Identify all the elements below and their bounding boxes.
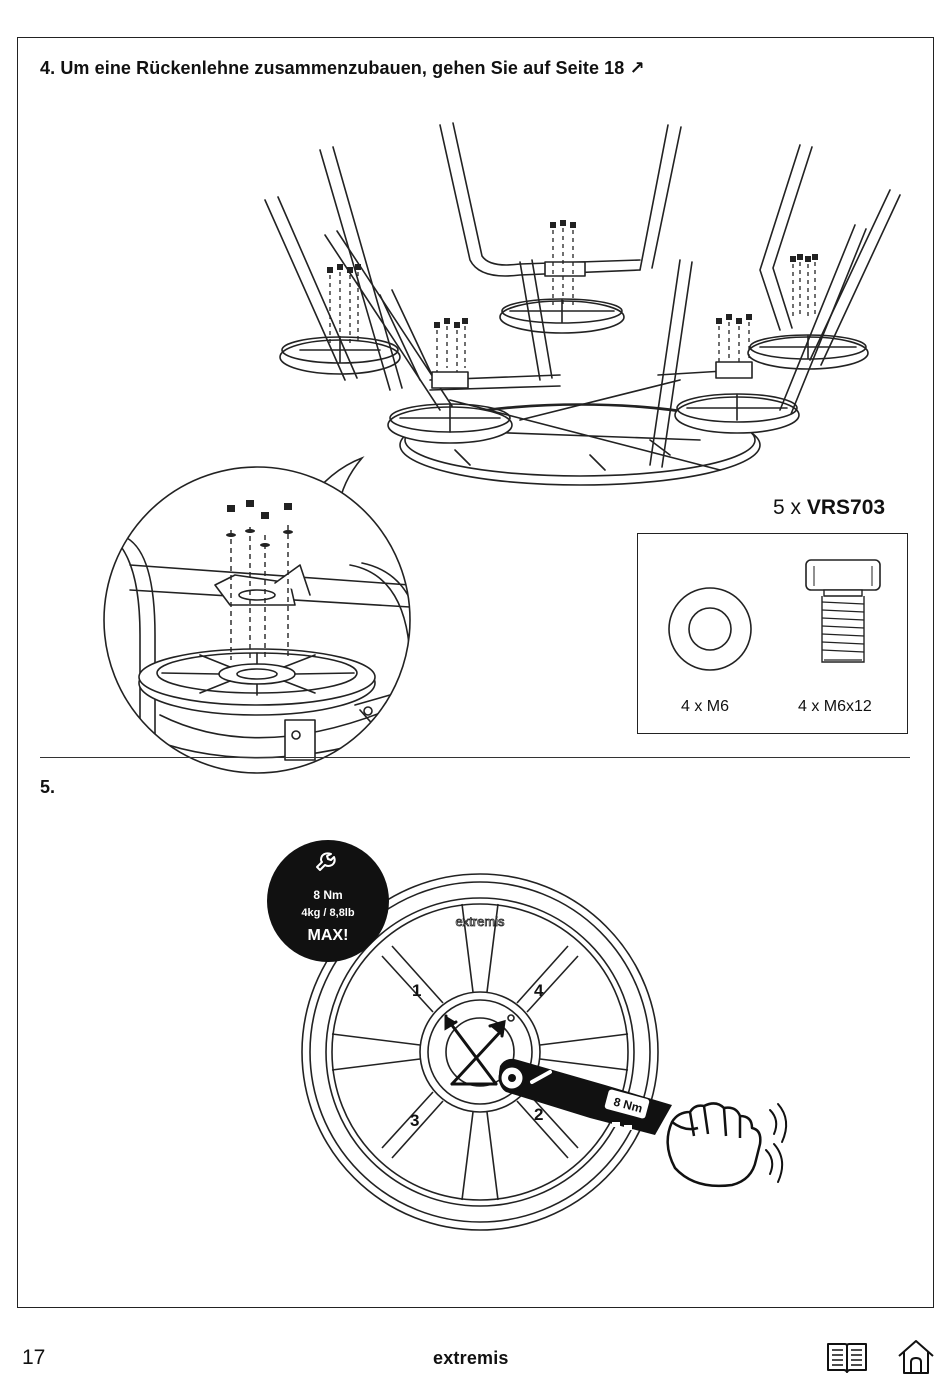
ring-brand-text: extremis [455,914,505,929]
page-number: 17 [22,1346,46,1369]
hand-icon [666,1102,762,1188]
sequence-number-1: 1 [412,981,421,1000]
bolt-label: 4 x M6x12 [798,698,872,715]
bolt-icon [805,559,881,663]
hardware-kit-title: 5 x VRS703 [773,496,885,520]
torque-wrench: 8 Nm [498,1058,672,1135]
wrench-icon [316,852,336,871]
step-4-title: 4. Um eine Rückenlehne zusammenzubauen, … [40,58,645,78]
torque-weight: 4kg / 8,8lb [301,907,354,919]
book-icon[interactable] [826,1340,868,1374]
footer-brand-logo: extremis [433,1348,509,1368]
sequence-number-2: 2 [534,1105,543,1124]
seat-ring-torque-illustration: extremis 1 4 3 2 8 Nm [301,873,788,1231]
kit-count: 5 x [773,496,802,519]
torque-max: MAX! [308,927,349,944]
sequence-number-3: 3 [410,1111,419,1130]
detail-zoom-bubble [103,456,411,774]
torque-value: 8 Nm [313,888,342,902]
ring-spokes [331,903,629,1201]
step-5-title: 5. [40,777,56,797]
kit-code: VRS703 [806,496,886,519]
tightening-sequence-arrows [444,1014,506,1086]
page-frame [17,37,934,1308]
washer-icon [668,587,752,671]
sequence-number-4: 4 [534,981,544,1000]
hardware-parts-box: 4 x M6 4 x M6x12 [637,533,908,734]
section-divider [40,757,910,758]
torque-badge: 8 Nm 4kg / 8,8lb MAX! [267,840,389,962]
home-icon[interactable] [896,1338,936,1376]
bench-assembly-illustration [264,122,901,486]
washer-label: 4 x M6 [681,698,730,715]
